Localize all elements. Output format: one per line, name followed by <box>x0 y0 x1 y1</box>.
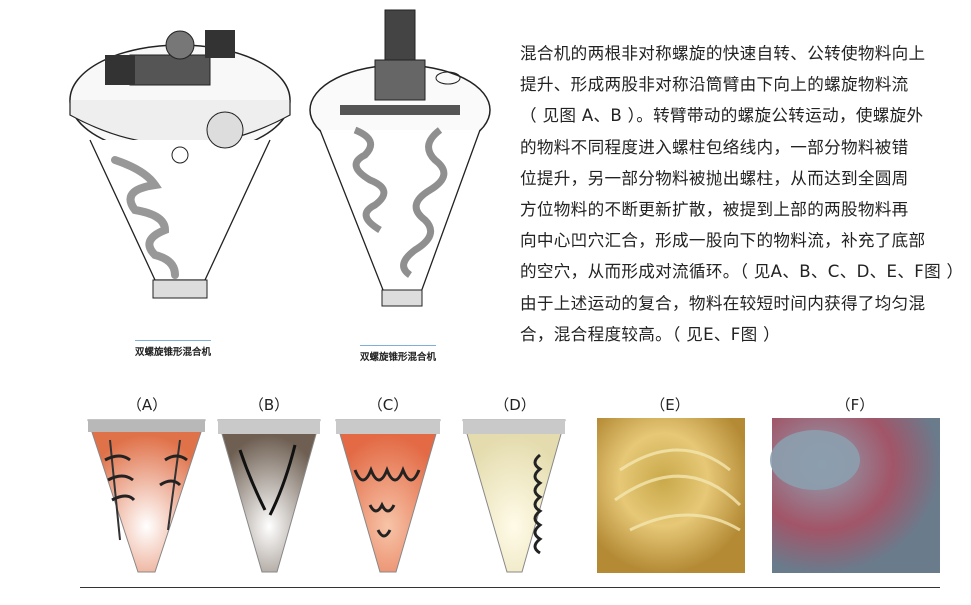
paragraph-line: 的空穴，从而形成对流循环。（ 见A、B、C、D、E、F图 ） <box>520 262 964 282</box>
paragraph-line: 提升、形成两股非对称沿筒臂由下向上的螺旋物料流 <box>520 75 909 95</box>
panel-label-b: （B） <box>248 396 290 414</box>
paragraph-line: 方位物料的不断更新扩散，被提到上部的两股物料再 <box>520 199 909 219</box>
panel-label-d: （D） <box>494 396 536 414</box>
cone-diagram-d <box>462 419 566 573</box>
machine-caption-1: 双螺旋锥形混合机 <box>135 340 212 358</box>
panel-label-f: （F） <box>835 396 875 414</box>
paragraph-line: 由于上述运动的复合，物料在较短时间内获得了均匀混 <box>520 293 926 313</box>
machine-caption-2: 双螺旋锥形混合机 <box>360 345 437 363</box>
paragraph-line: 的物料不同程度进入螺柱包络线内，一部分物料被错 <box>520 137 909 157</box>
photo-e-mixing-surface <box>597 418 745 573</box>
cone-diagram-c <box>335 419 441 573</box>
photo-f-screw-in-material <box>770 418 940 573</box>
description-paragraph: 混合机的两根非对称螺旋的快速自转、公转使物料向上 提升、形成两股非对称沿筒臂由下… <box>520 38 964 350</box>
mixer-illustration-top-view <box>69 30 291 299</box>
cone-diagram-a <box>87 419 206 573</box>
paragraph-line: 向中心凹穴汇合，形成一股向下的物料流，补充了底部 <box>520 231 926 251</box>
paragraph-line: （ 见图 A、B ）。转臂带动的螺旋公转运动，使螺旋外 <box>520 106 924 126</box>
paragraph-line: 混合机的两根非对称螺旋的快速自转、公转使物料向上 <box>520 44 926 63</box>
cone-diagram-b <box>217 419 321 573</box>
paragraph-line: 合，混合程度较高。（ 见E、F图 ） <box>520 324 780 344</box>
bottom-divider <box>80 587 940 588</box>
panel-label-a: （A） <box>126 396 168 414</box>
mixer-illustration-cutaway <box>309 9 491 307</box>
paragraph-line: 位提升，另一部分物料被抛出螺柱，从而达到全圆周 <box>520 168 909 188</box>
panel-label-e: （E） <box>650 396 690 414</box>
panel-label-c: （C） <box>367 396 409 414</box>
